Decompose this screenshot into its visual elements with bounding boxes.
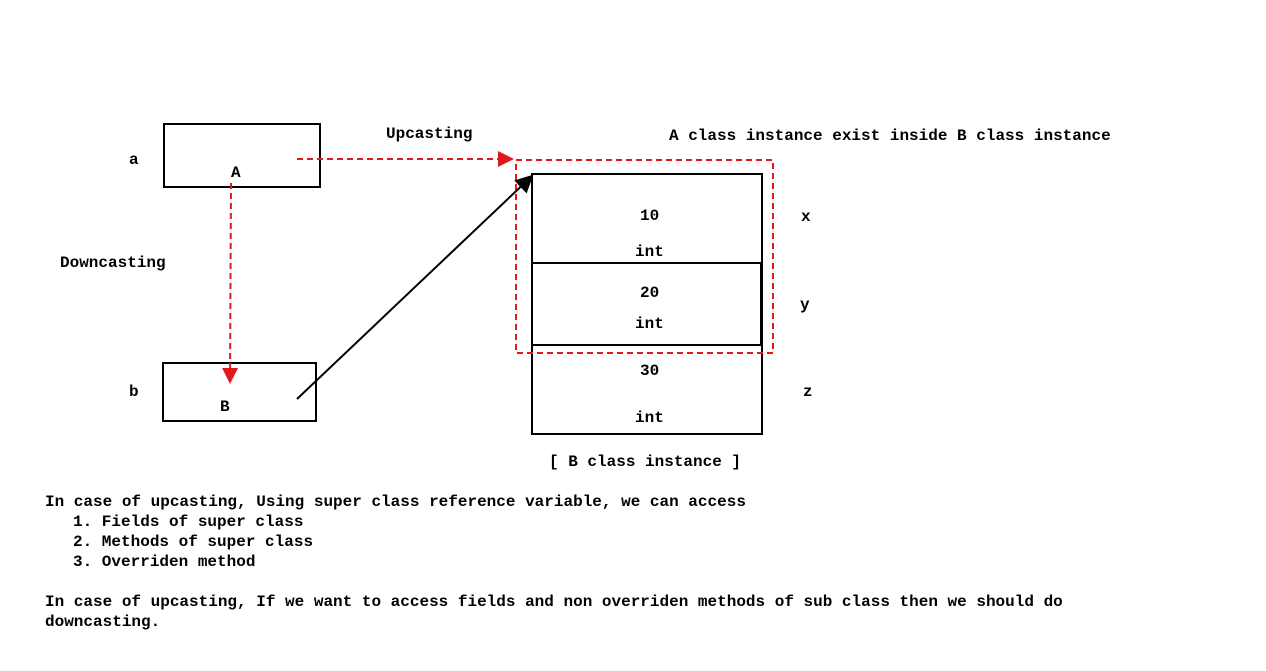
a-instance-region — [515, 159, 774, 354]
note-downcasting-line1: In case of upcasting, If we want to acce… — [45, 593, 1063, 611]
reference-box-b — [162, 362, 317, 422]
note-item-3: 3. Overriden method — [73, 553, 256, 571]
field-x-type: int — [635, 243, 664, 261]
field-y-name: y — [800, 296, 810, 314]
downcasting-arrow — [222, 182, 239, 384]
ref-a-label: a — [129, 151, 139, 169]
field-y-box — [531, 262, 762, 346]
reference-arrow-b — [296, 174, 534, 400]
field-x-value: 10 — [640, 207, 660, 225]
field-y-type: int — [635, 315, 664, 333]
upcasting-label: Upcasting — [386, 125, 473, 143]
class-b-label: B — [220, 398, 230, 416]
field-x-name: x — [801, 208, 811, 226]
downcasting-label: Downcasting — [60, 254, 166, 272]
note-downcasting-line2: downcasting. — [45, 613, 161, 631]
note-item-1: 1. Fields of super class — [73, 513, 304, 531]
field-z-value: 30 — [640, 362, 660, 380]
header-label: A class instance exist inside B class in… — [669, 127, 1111, 145]
field-z-name: z — [803, 383, 813, 401]
class-a-label: A — [231, 164, 241, 182]
ref-b-label: b — [129, 383, 139, 401]
field-z-type: int — [635, 409, 664, 427]
note-item-2: 2. Methods of super class — [73, 533, 314, 551]
note-upcasting-intro: In case of upcasting, Using super class … — [45, 493, 746, 511]
field-y-value: 20 — [640, 284, 660, 302]
instance-caption: [ B class instance ] — [549, 453, 742, 471]
reference-box-a — [163, 123, 321, 188]
